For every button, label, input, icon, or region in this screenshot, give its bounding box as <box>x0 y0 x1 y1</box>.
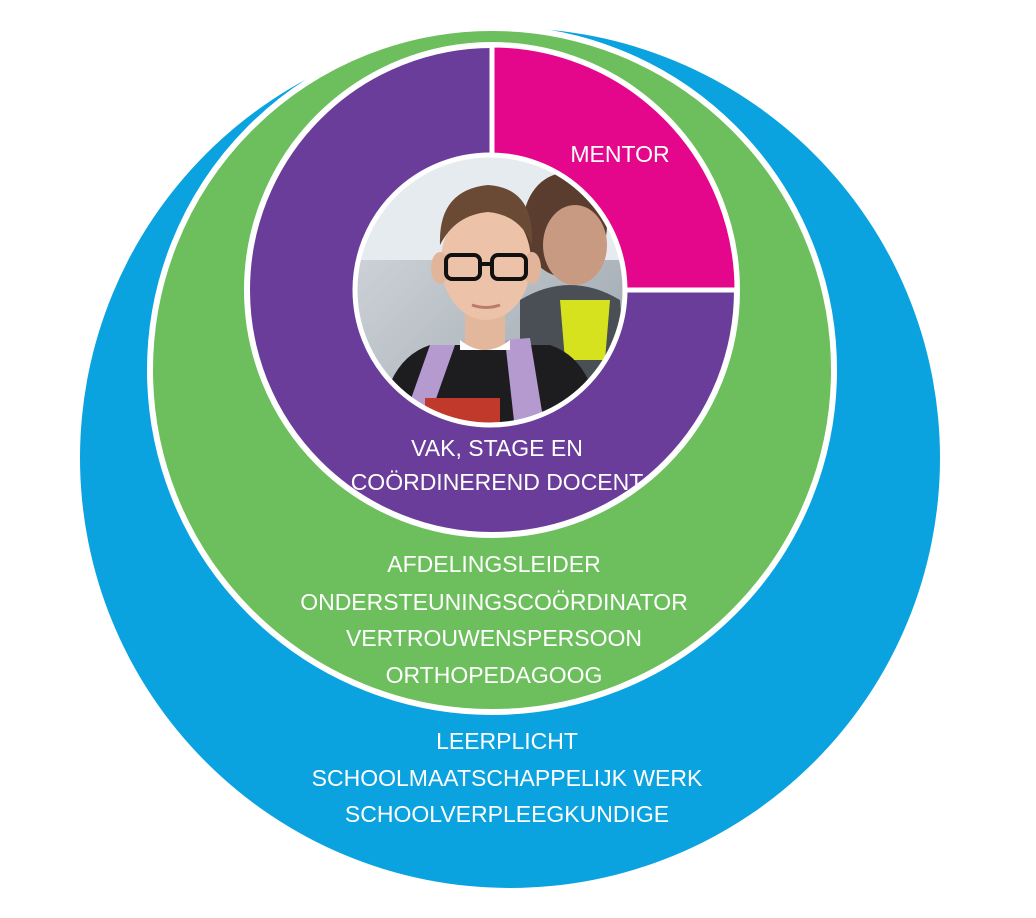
mentor-label: MENTOR <box>570 141 669 167</box>
care-team-label-line1: AFDELINGSLEIDER <box>387 551 600 577</box>
care-team-label-line2: ONDERSTEUNINGSCOÖRDINATOR <box>300 589 688 615</box>
external-label-line3: SCHOOLVERPLEEGKUNDIGE <box>345 801 669 827</box>
external-label-line2: SCHOOLMAATSCHAPPELIJK WERK <box>312 765 703 791</box>
care-team-label-line4: ORTHOPEDAGOOG <box>386 662 603 688</box>
student-photo <box>357 157 623 423</box>
external-label-line1: LEERPLICHT <box>436 728 578 754</box>
teachers-label-line2: COÖRDINEREND DOCENT <box>351 469 644 495</box>
teachers-label-line1: VAK, STAGE EN <box>411 435 583 461</box>
care-team-label-line3: VERTROUWENSPERSOON <box>346 625 642 651</box>
